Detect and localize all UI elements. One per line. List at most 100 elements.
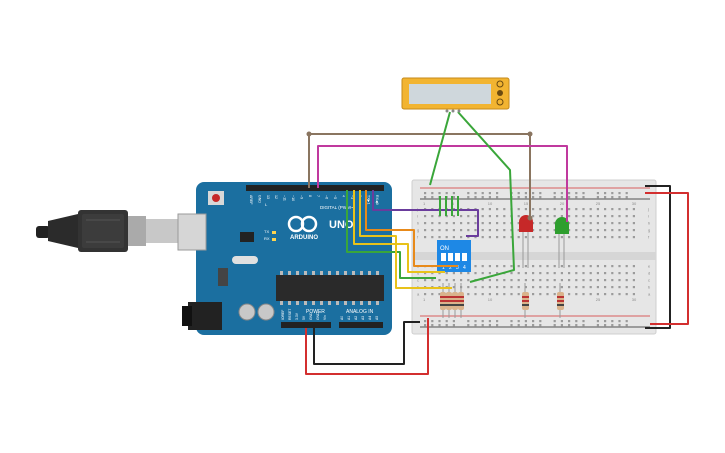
breadboard-hole[interactable] — [467, 196, 470, 199]
breadboard-hole[interactable] — [582, 324, 585, 327]
breadboard-hole[interactable] — [604, 324, 607, 327]
breadboard-hole[interactable] — [553, 324, 556, 327]
breadboard-hole[interactable] — [532, 324, 535, 327]
breadboard-hole[interactable] — [424, 279, 427, 282]
usb-cable[interactable] — [36, 210, 178, 252]
breadboard-hole[interactable] — [532, 229, 535, 232]
breadboard-hole[interactable] — [582, 236, 585, 239]
breadboard-hole[interactable] — [481, 215, 484, 218]
wire-purple[interactable] — [372, 190, 479, 237]
breadboard-hole[interactable] — [481, 324, 484, 327]
breadboard-hole[interactable] — [575, 324, 578, 327]
breadboard-hole[interactable] — [488, 279, 491, 282]
breadboard-hole[interactable] — [488, 215, 491, 218]
breadboard-hole[interactable] — [625, 208, 628, 211]
breadboard-hole[interactable] — [532, 196, 535, 199]
breadboard-hole[interactable] — [438, 236, 441, 239]
breadboard-hole[interactable] — [474, 236, 477, 239]
breadboard-hole[interactable] — [611, 279, 614, 282]
wire-green-lcd-2[interactable] — [457, 111, 515, 283]
breadboard-hole[interactable] — [474, 265, 477, 268]
breadboard-hole[interactable] — [604, 265, 607, 268]
breadboard-hole[interactable] — [488, 320, 491, 323]
breadboard-hole[interactable] — [560, 192, 563, 195]
breadboard-hole[interactable] — [618, 279, 621, 282]
breadboard-hole[interactable] — [481, 272, 484, 275]
breadboard-hole[interactable] — [532, 265, 535, 268]
breadboard-hole[interactable] — [467, 272, 470, 275]
breadboard-hole[interactable] — [431, 222, 434, 225]
breadboard-hole[interactable] — [496, 222, 499, 225]
breadboard-hole[interactable] — [553, 192, 556, 195]
wires[interactable] — [305, 111, 689, 375]
breadboard-hole[interactable] — [539, 196, 542, 199]
breadboard-hole[interactable] — [618, 236, 621, 239]
breadboard-hole[interactable] — [568, 320, 571, 323]
breadboard-hole[interactable] — [604, 215, 607, 218]
breadboard-hole[interactable] — [474, 229, 477, 232]
breadboard-hole[interactable] — [474, 192, 477, 195]
breadboard-hole[interactable] — [553, 236, 556, 239]
breadboard-hole[interactable] — [618, 196, 621, 199]
breadboard-hole[interactable] — [539, 293, 542, 296]
wire-orange[interactable] — [365, 190, 458, 267]
breadboard-hole[interactable] — [474, 272, 477, 275]
breadboard-hole[interactable] — [503, 279, 506, 282]
breadboard-hole[interactable] — [510, 265, 513, 268]
breadboard-hole[interactable] — [445, 320, 448, 323]
breadboard-hole[interactable] — [517, 286, 520, 289]
breadboard-hole[interactable] — [517, 272, 520, 275]
breadboard-hole[interactable] — [568, 236, 571, 239]
breadboard-hole[interactable] — [539, 208, 542, 211]
breadboard-hole[interactable] — [467, 236, 470, 239]
breadboard-hole[interactable] — [568, 192, 571, 195]
breadboard-hole[interactable] — [560, 196, 563, 199]
breadboard-hole[interactable] — [424, 272, 427, 275]
breadboard-hole[interactable] — [431, 196, 434, 199]
breadboard-hole[interactable] — [568, 293, 571, 296]
breadboard-hole[interactable] — [611, 236, 614, 239]
breadboard-hole[interactable] — [582, 279, 585, 282]
breadboard-hole[interactable] — [467, 222, 470, 225]
breadboard-hole[interactable] — [517, 279, 520, 282]
breadboard-hole[interactable] — [611, 222, 614, 225]
breadboard-hole[interactable] — [582, 320, 585, 323]
breadboard-hole[interactable] — [438, 222, 441, 225]
breadboard-hole[interactable] — [618, 215, 621, 218]
breadboard-hole[interactable] — [632, 272, 635, 275]
breadboard-hole[interactable] — [632, 279, 635, 282]
breadboard-hole[interactable] — [474, 215, 477, 218]
breadboard-hole[interactable] — [510, 293, 513, 296]
breadboard-hole[interactable] — [452, 192, 455, 195]
breadboard-hole[interactable] — [546, 265, 549, 268]
breadboard-hole[interactable] — [517, 208, 520, 211]
breadboard-hole[interactable] — [452, 272, 455, 275]
breadboard-hole[interactable] — [539, 279, 542, 282]
breadboard-hole[interactable] — [524, 324, 527, 327]
wire-magenta[interactable] — [317, 145, 568, 222]
breadboard-hole[interactable] — [488, 229, 491, 232]
breadboard-hole[interactable] — [546, 222, 549, 225]
breadboard-hole[interactable] — [481, 293, 484, 296]
breadboard-hole[interactable] — [503, 293, 506, 296]
breadboard-hole[interactable] — [524, 279, 527, 282]
breadboard-hole[interactable] — [424, 229, 427, 232]
breadboard-hole[interactable] — [431, 215, 434, 218]
breadboard-hole[interactable] — [560, 320, 563, 323]
breadboard-hole[interactable] — [503, 208, 506, 211]
breadboard-hole[interactable] — [560, 208, 563, 211]
breadboard-hole[interactable] — [553, 208, 556, 211]
breadboard-hole[interactable] — [625, 215, 628, 218]
breadboard-hole[interactable] — [467, 324, 470, 327]
breadboard-hole[interactable] — [488, 222, 491, 225]
breadboard-hole[interactable] — [546, 236, 549, 239]
wire-black-rail[interactable] — [645, 185, 671, 329]
breadboard-hole[interactable] — [517, 236, 520, 239]
breadboard-hole[interactable] — [496, 293, 499, 296]
dip-toggle-4[interactable] — [462, 253, 467, 261]
breadboard-hole[interactable] — [604, 196, 607, 199]
breadboard-hole[interactable] — [589, 229, 592, 232]
breadboard-hole[interactable] — [503, 236, 506, 239]
breadboard-hole[interactable] — [582, 196, 585, 199]
breadboard-hole[interactable] — [488, 293, 491, 296]
